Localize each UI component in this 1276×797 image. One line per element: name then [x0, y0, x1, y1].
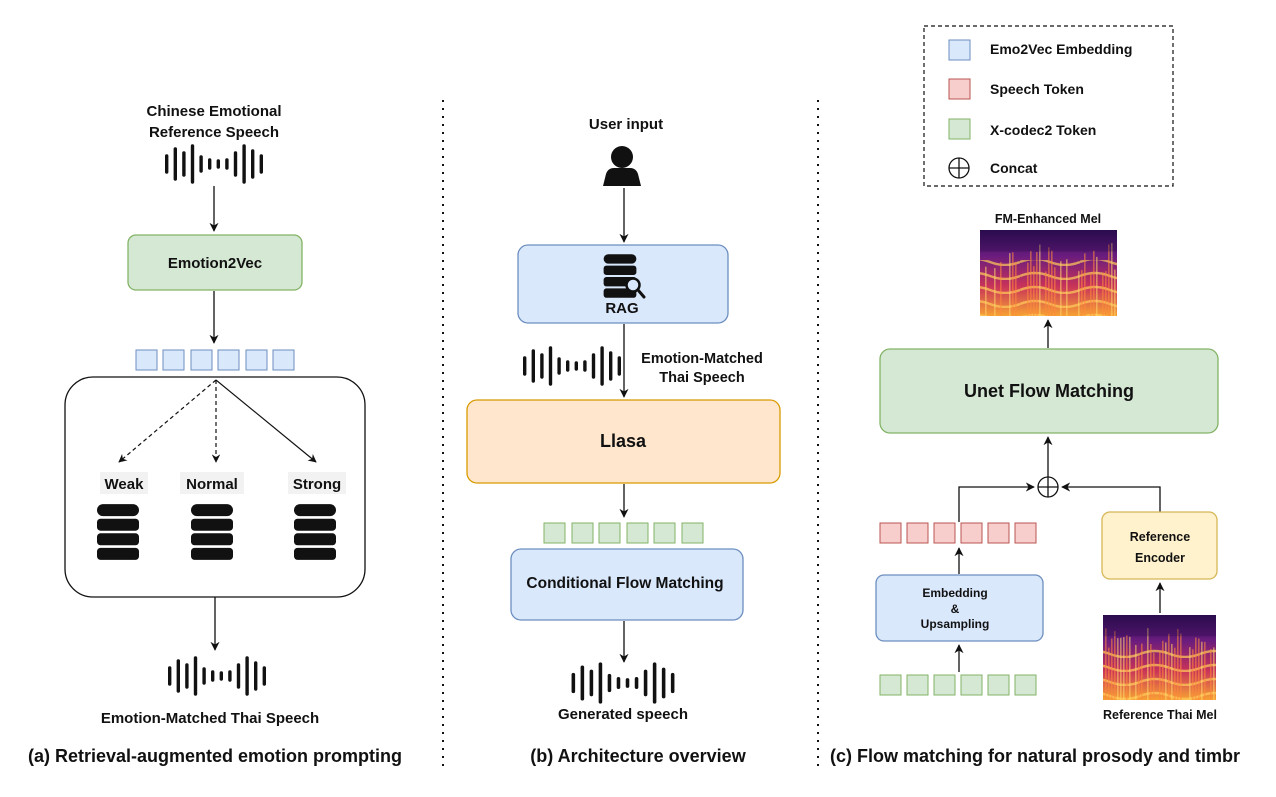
unet-flow-matching-box [879, 348, 1219, 434]
speech-token-row [879, 522, 1037, 544]
reference-thai-mel-label: Reference Thai Mel [1103, 708, 1217, 722]
token-cell [626, 522, 649, 544]
token-cell [960, 674, 983, 696]
caption-c: (c) Flow matching for natural prosody an… [830, 746, 1240, 766]
user-icon [603, 146, 641, 186]
legend-label-speech-token: Speech Token [990, 81, 1084, 97]
rag-label: RAG [605, 300, 638, 317]
retrieved-label-line1: Emotion-Matched [641, 351, 763, 367]
token-cell [906, 674, 929, 696]
database-icon-weak [97, 504, 139, 560]
cfm-label: Conditional Flow Matching [526, 575, 723, 592]
llasa-label: Llasa [600, 431, 647, 451]
arrow-ref-to-concat [1061, 482, 1161, 512]
circle-plus-icon [948, 157, 970, 179]
embedding-cell [272, 349, 295, 371]
waveform-icon [167, 656, 266, 696]
fm-enhanced-mel-label: FM-Enhanced Mel [995, 212, 1101, 226]
panel-a: Chinese Emotional Reference Speech Emoti… [28, 103, 402, 766]
token-cell [933, 674, 956, 696]
arrow-strong [215, 379, 317, 463]
fm-enhanced-mel-spectrogram [980, 230, 1117, 316]
ref-encoder-label-line2: Encoder [1135, 551, 1185, 565]
token-cell [598, 522, 621, 544]
embedding-label-line2: & [951, 602, 960, 616]
token-cell [571, 522, 594, 544]
concat-icon [1037, 476, 1059, 498]
emotion2vec-label: Emotion2Vec [168, 255, 262, 272]
embedding-cell [190, 349, 213, 371]
embedding-cell [217, 349, 240, 371]
token-cell [879, 674, 902, 696]
token-cell [879, 522, 902, 544]
normal-label: Normal [186, 476, 238, 493]
caption-b: (b) Architecture overview [530, 746, 746, 766]
panel-c: Emo2Vec Embedding Speech Token X-codec2 … [830, 25, 1240, 766]
panel-b: User input RAG Emotion-Matched Thai Spee… [466, 116, 781, 766]
cfm-box [510, 548, 744, 621]
embedding-cell [245, 349, 268, 371]
token-cell [987, 522, 1010, 544]
legend-label-concat: Concat [990, 160, 1038, 176]
token-cell [906, 522, 929, 544]
token-cell [987, 674, 1010, 696]
llasa-box [466, 399, 781, 484]
embedding-cell [135, 349, 158, 371]
token-cell [933, 522, 956, 544]
xcodec2-token-row [543, 522, 704, 544]
reference-mel-spectrogram [1103, 615, 1216, 700]
strong-label-bg [288, 472, 346, 494]
dashed-arrow-weak [118, 379, 217, 463]
legend-label-emo2vec: Emo2Vec Embedding [990, 41, 1132, 57]
ref-encoder-label-line1: Reference [1130, 530, 1190, 544]
chinese-ref-label-line2: Reference Speech [149, 124, 279, 141]
generated-speech-label: Generated speech [558, 706, 688, 723]
embedding-upsampling-box [875, 574, 1044, 642]
reference-encoder-box [1101, 511, 1218, 580]
unet-flow-matching-label: Unet Flow Matching [964, 381, 1134, 401]
legend-label-xcodec2: X-codec2 Token [990, 122, 1096, 138]
chinese-ref-label-line1: Chinese Emotional [146, 103, 281, 120]
embedding-label-line3: Upsampling [921, 617, 990, 631]
token-cell [960, 522, 983, 544]
token-cell [543, 522, 566, 544]
database-search-icon [603, 254, 646, 299]
token-cell [1014, 522, 1037, 544]
token-cell [653, 522, 676, 544]
embedding-label-line1: Embedding [922, 586, 987, 600]
embedding-cell [162, 349, 185, 371]
token-cell [681, 522, 704, 544]
weak-label: Weak [105, 476, 145, 493]
waveform-icon [523, 346, 621, 386]
weak-label-bg [100, 472, 148, 494]
emotion2vec-box [127, 234, 303, 291]
arrow-speech-to-concat [958, 482, 1035, 522]
xcodec2-token-row-c [879, 674, 1037, 696]
retrieved-label-line2: Thai Speech [659, 370, 744, 386]
legend-swatch-xcodec2 [948, 118, 971, 140]
normal-label-bg [180, 472, 244, 494]
waveform-icon [164, 144, 263, 184]
legend-swatch-speech-token [948, 78, 971, 100]
waveform-icon [571, 662, 675, 704]
database-icon-normal [191, 504, 233, 560]
strong-label: Strong [293, 476, 341, 493]
token-cell [1014, 674, 1037, 696]
caption-a: (a) Retrieval-augmented emotion promptin… [28, 746, 402, 766]
emo2vec-embedding-row [135, 349, 295, 371]
legend-swatch-emo2vec [948, 39, 971, 61]
emotion-matched-output-label: Emotion-Matched Thai Speech [101, 710, 319, 727]
user-input-label: User input [589, 116, 663, 133]
database-icon-strong [294, 504, 336, 560]
